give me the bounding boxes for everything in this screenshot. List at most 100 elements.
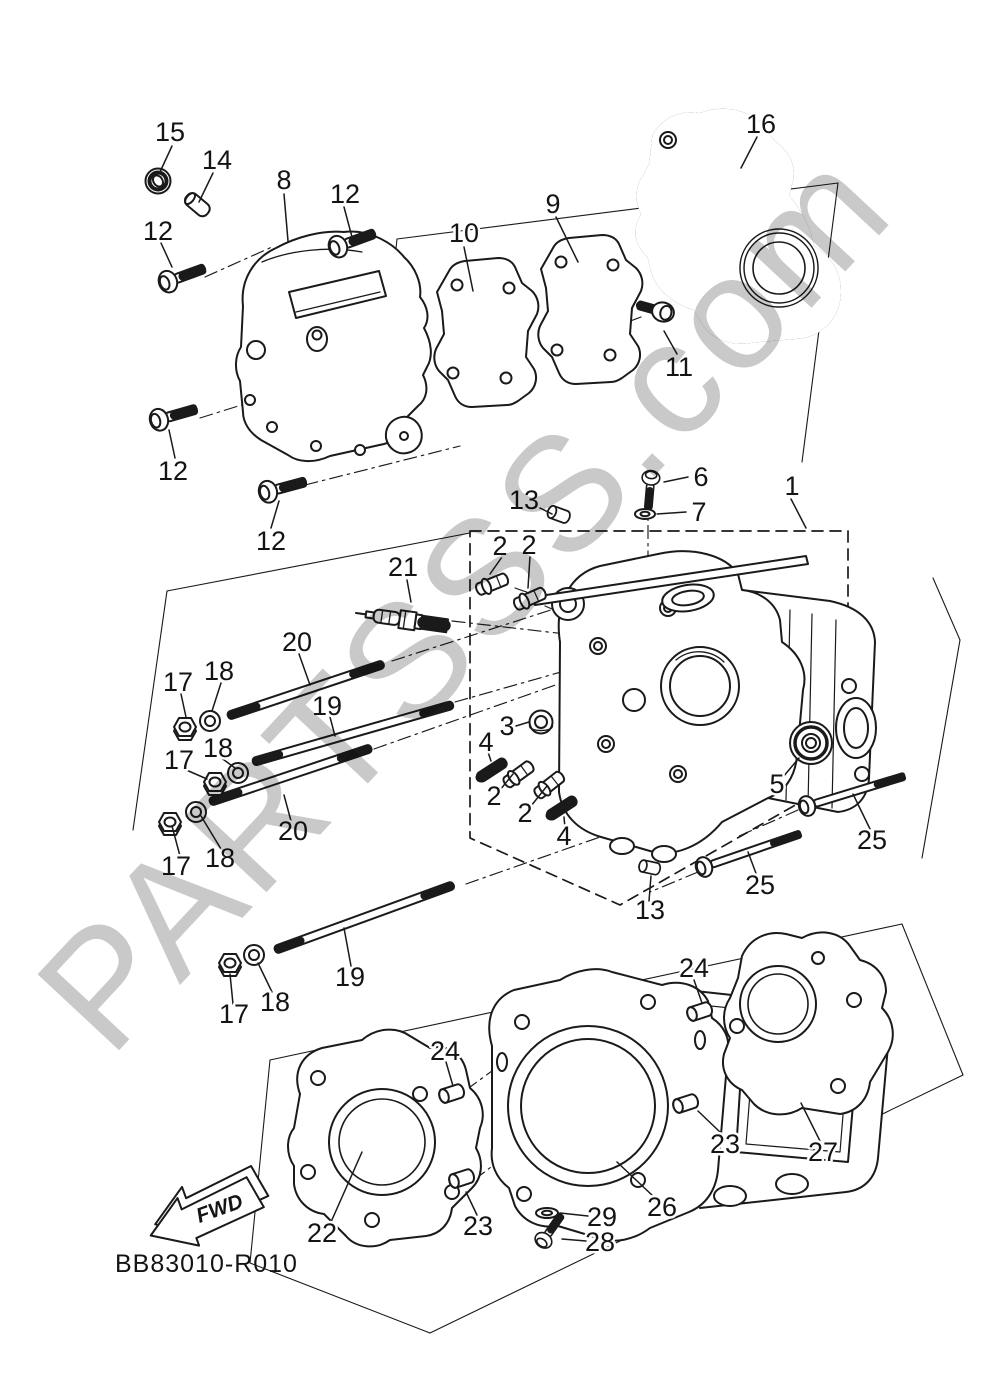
part-callout-20: 20 bbox=[282, 627, 312, 657]
part-1-cylinder-head bbox=[532, 550, 877, 863]
leader-line bbox=[800, 1102, 821, 1142]
leader-line bbox=[219, 756, 236, 769]
part-callout-7: 7 bbox=[691, 497, 706, 527]
part-callout-24: 24 bbox=[430, 1036, 460, 1066]
part-18-washer bbox=[199, 710, 221, 732]
part-callout-11: 11 bbox=[665, 352, 693, 382]
part-callout-2: 2 bbox=[486, 781, 501, 811]
leader-line bbox=[487, 751, 492, 762]
part-callout-19: 19 bbox=[335, 962, 365, 992]
part-3-cap bbox=[528, 709, 554, 735]
part-callout-17: 17 bbox=[163, 667, 193, 697]
part-callout-17: 17 bbox=[219, 999, 249, 1029]
leader-line bbox=[180, 693, 187, 718]
part-10-plate bbox=[433, 257, 540, 408]
leader-line bbox=[489, 556, 503, 575]
part-callout-8: 8 bbox=[276, 165, 291, 195]
leader-line bbox=[283, 794, 292, 822]
part-12-bolt bbox=[147, 398, 199, 432]
part-29-washer bbox=[535, 1207, 559, 1219]
leader-line bbox=[159, 145, 173, 173]
part-callout-17: 17 bbox=[164, 745, 194, 775]
leader-line bbox=[270, 500, 280, 529]
part-callout-28: 28 bbox=[585, 1227, 615, 1257]
leader-line bbox=[747, 851, 758, 877]
part-21-spark-plug bbox=[355, 608, 453, 634]
leader-line bbox=[663, 476, 689, 483]
part-callout-5: 5 bbox=[769, 769, 784, 799]
leader-line bbox=[257, 962, 273, 993]
part-callout-24: 24 bbox=[679, 953, 709, 983]
part-callout-18: 18 bbox=[204, 656, 234, 686]
part-8-head-cover bbox=[235, 230, 432, 463]
leader-line bbox=[530, 785, 548, 807]
leader-line bbox=[535, 505, 553, 515]
leader-line bbox=[555, 216, 579, 263]
part-callout-18: 18 bbox=[205, 843, 235, 873]
part-callout-13: 13 bbox=[635, 895, 665, 925]
leader-line bbox=[782, 757, 800, 778]
leader-line bbox=[168, 429, 176, 459]
part-callout-3: 3 bbox=[499, 711, 514, 741]
part-callout-6: 6 bbox=[693, 462, 708, 492]
part-callout-29: 29 bbox=[587, 1202, 617, 1232]
part-callout-12: 12 bbox=[158, 456, 188, 486]
leader-line bbox=[198, 172, 214, 203]
part-callout-16: 16 bbox=[746, 109, 776, 139]
part-callout-22: 22 bbox=[307, 1218, 337, 1248]
leader-line bbox=[740, 136, 758, 169]
part-11-screw bbox=[634, 300, 675, 323]
part-callout-17: 17 bbox=[161, 851, 191, 881]
leader-line bbox=[527, 555, 531, 589]
leader-line bbox=[648, 875, 652, 902]
leader-line bbox=[559, 1212, 589, 1217]
leader-line bbox=[463, 246, 474, 292]
leader-line bbox=[499, 773, 514, 791]
part-callout-23: 23 bbox=[463, 1211, 493, 1241]
part-callout-12: 12 bbox=[143, 216, 173, 246]
part-20-stud bbox=[208, 744, 373, 806]
fwd-arrow: FWD bbox=[149, 1165, 270, 1247]
leader-line bbox=[330, 1151, 363, 1223]
part-12-bolt bbox=[256, 471, 308, 505]
part-callout-26: 26 bbox=[647, 1192, 677, 1222]
part-14-pin bbox=[183, 192, 211, 218]
leader-line bbox=[697, 1110, 722, 1134]
part-5-bearing bbox=[789, 721, 833, 765]
part-27-head-gasket bbox=[722, 931, 894, 1116]
leader-line bbox=[693, 979, 703, 1004]
leader-line bbox=[229, 973, 234, 1005]
leader-line bbox=[200, 815, 222, 850]
leader-line bbox=[171, 825, 181, 857]
leader-line bbox=[790, 498, 807, 529]
part-7-washer bbox=[634, 508, 656, 520]
part-callout-27: 27 bbox=[808, 1137, 838, 1167]
part-20-stud bbox=[226, 660, 385, 720]
leader-lines bbox=[159, 136, 871, 1242]
axis-line bbox=[736, 809, 799, 838]
part-callout-19: 19 bbox=[312, 691, 342, 721]
leader-line bbox=[656, 511, 687, 515]
leader-line bbox=[406, 579, 412, 603]
part-callout-2: 2 bbox=[517, 798, 532, 828]
part-callout-25: 25 bbox=[857, 825, 887, 855]
part-callout-2: 2 bbox=[492, 531, 507, 561]
axis-line bbox=[204, 246, 273, 278]
part-callout-12: 12 bbox=[256, 526, 286, 556]
leader-line bbox=[563, 816, 566, 829]
part-callout-25: 25 bbox=[745, 870, 775, 900]
part-callout-14: 14 bbox=[202, 145, 232, 175]
leader-line bbox=[211, 682, 222, 712]
part-12-bolt bbox=[156, 258, 209, 295]
axis-line bbox=[454, 643, 661, 703]
part-callout-4: 4 bbox=[478, 727, 493, 757]
axis-line bbox=[649, 871, 699, 893]
leader-line bbox=[515, 721, 530, 727]
axis-line bbox=[373, 681, 565, 750]
part-19-stud bbox=[273, 881, 455, 954]
leader-line bbox=[183, 768, 208, 780]
leader-line bbox=[329, 716, 336, 737]
part-callout-13: 13 bbox=[509, 485, 539, 515]
